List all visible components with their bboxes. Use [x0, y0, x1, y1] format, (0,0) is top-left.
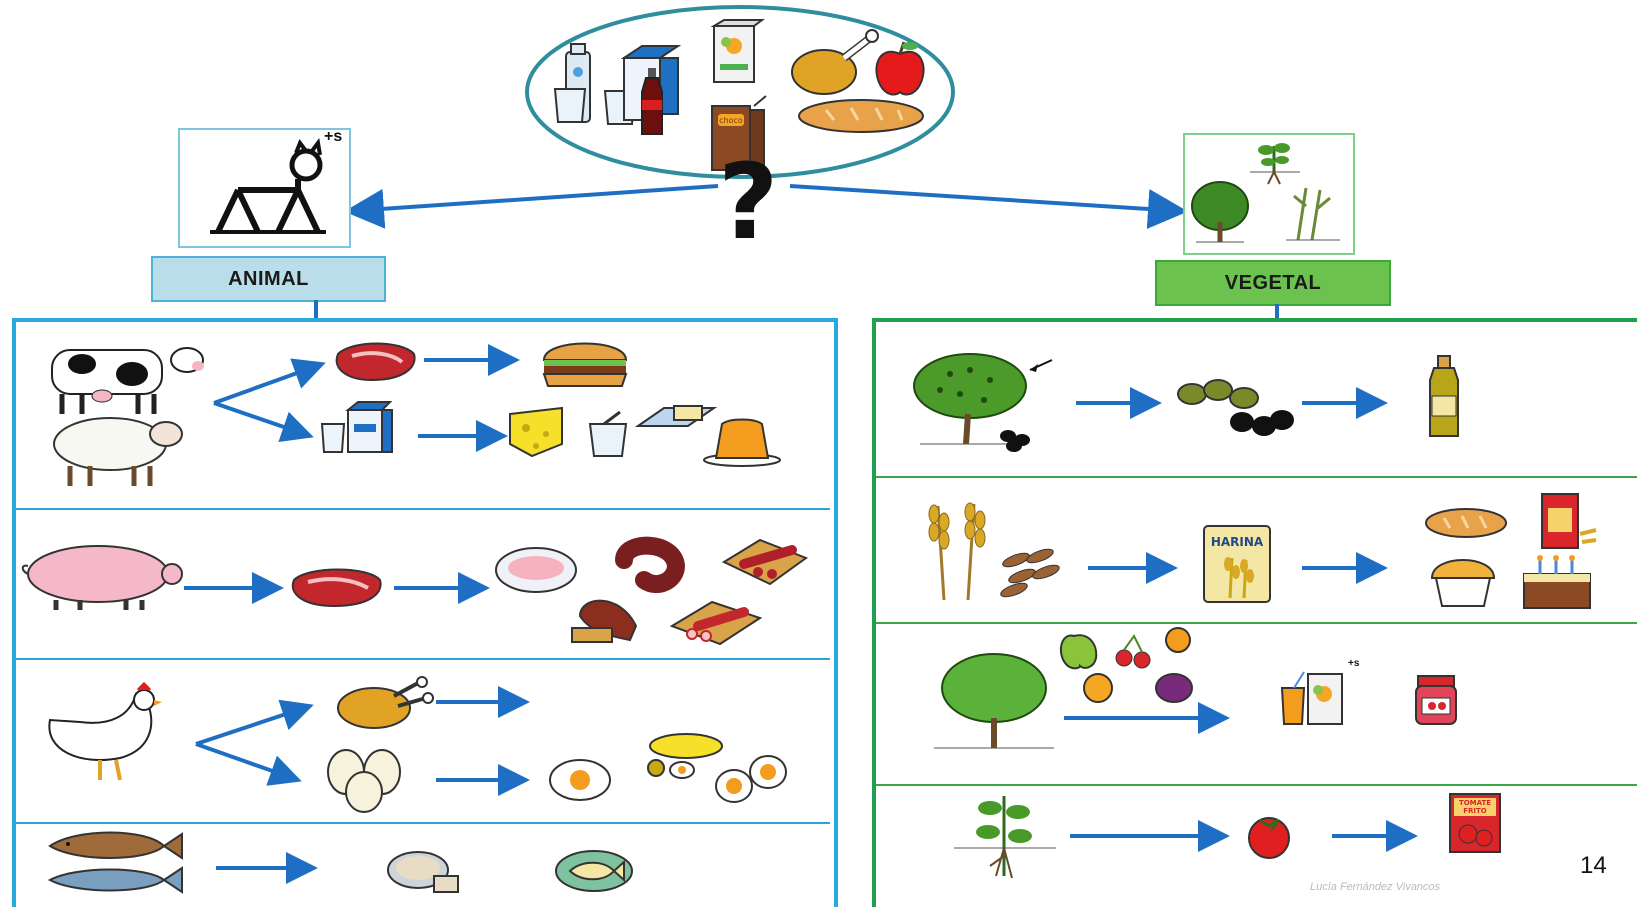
frito-text: FRITO [1463, 807, 1487, 815]
animal-panel [12, 318, 838, 907]
hen-icon [48, 681, 162, 781]
animal-row-divider [16, 508, 830, 510]
birthday-cake-icon [1523, 555, 1591, 609]
meat-steak-icon [291, 568, 382, 608]
animal-pictogram-icon [210, 138, 326, 234]
harina-text: HARINA [1211, 535, 1264, 549]
tortilla-icon [647, 733, 723, 779]
muffin-icon [1430, 559, 1496, 607]
vegetal-label: VEGETAL [1155, 260, 1391, 306]
vegetal-connector [1275, 304, 1279, 320]
vegetal-row-divider [876, 622, 1637, 624]
pasta-icon [1541, 493, 1597, 549]
plants-pictogram-icon [1191, 143, 1340, 243]
jam-jar-icon [1415, 675, 1457, 725]
chorizo-icon [721, 538, 809, 586]
flan-icon [703, 418, 781, 467]
meat-steak-icon [335, 342, 416, 382]
vegetal-row-divider [876, 476, 1637, 478]
grain-icon [1000, 548, 1060, 598]
sardine-icon [47, 866, 183, 894]
page-number: 14 [1580, 852, 1607, 879]
fruit-tree-icon [934, 653, 1054, 749]
juice-box-icon [710, 19, 765, 83]
question-mark: ? [718, 141, 779, 263]
butter-icon [634, 405, 718, 427]
wheat-icon [928, 502, 986, 601]
sausage-icon [615, 536, 686, 593]
choco-text: choco [719, 116, 743, 125]
ham-slices-icon [495, 547, 577, 593]
vegetal-row-divider [876, 784, 1637, 786]
fried-egg-icon [549, 759, 611, 801]
roast-chicken-icon [337, 676, 434, 729]
pig-icon [21, 545, 183, 610]
animal-connector [314, 300, 318, 320]
hamburger-icon [542, 342, 628, 387]
apple-icon [875, 41, 925, 96]
tomato-sauce-icon: TOMATE FRITO [1449, 793, 1501, 853]
salami-icon [669, 600, 763, 646]
boiled-eggs-icon [715, 755, 787, 803]
animal-row-divider [16, 658, 830, 660]
tomato-plant-icon [954, 796, 1056, 879]
chicken-leg-icon [791, 29, 879, 95]
yogurt-icon [588, 410, 628, 457]
fruits-icon [1059, 627, 1193, 703]
animal-row-divider [16, 822, 830, 824]
bread-icon [1425, 508, 1507, 538]
cola-bottle-icon [641, 68, 663, 135]
plural-marker: +s [1348, 658, 1360, 669]
juice-icon [1280, 671, 1343, 725]
chocolate-milk-box-icon: choco [711, 95, 767, 171]
tomate-text: TOMATE [1459, 799, 1491, 807]
animal-label: ANIMAL [151, 256, 386, 302]
cheese-icon [509, 406, 563, 458]
milk-icon [320, 401, 393, 453]
olives-icon [1177, 379, 1294, 436]
vegetal-panel [872, 318, 1637, 907]
flour-bag-icon: HARINA [1203, 525, 1271, 603]
cow-icon [51, 347, 204, 414]
olive-oil-icon [1429, 355, 1459, 437]
olive-tree-icon [913, 353, 1030, 452]
canned-tuna-icon [387, 851, 459, 893]
ham-leg-icon [571, 599, 638, 643]
tomato-icon [1248, 817, 1290, 859]
plural-marker: +s [324, 128, 343, 145]
eggs-icon [327, 749, 401, 813]
author-credit: Lucía Fernández Vivancos [1310, 881, 1441, 893]
fish-dish-icon [555, 850, 633, 892]
trout-icon [48, 831, 183, 860]
sheep-icon [53, 417, 183, 486]
bread-icon [798, 99, 924, 133]
glass-of-water-icon [553, 88, 587, 123]
